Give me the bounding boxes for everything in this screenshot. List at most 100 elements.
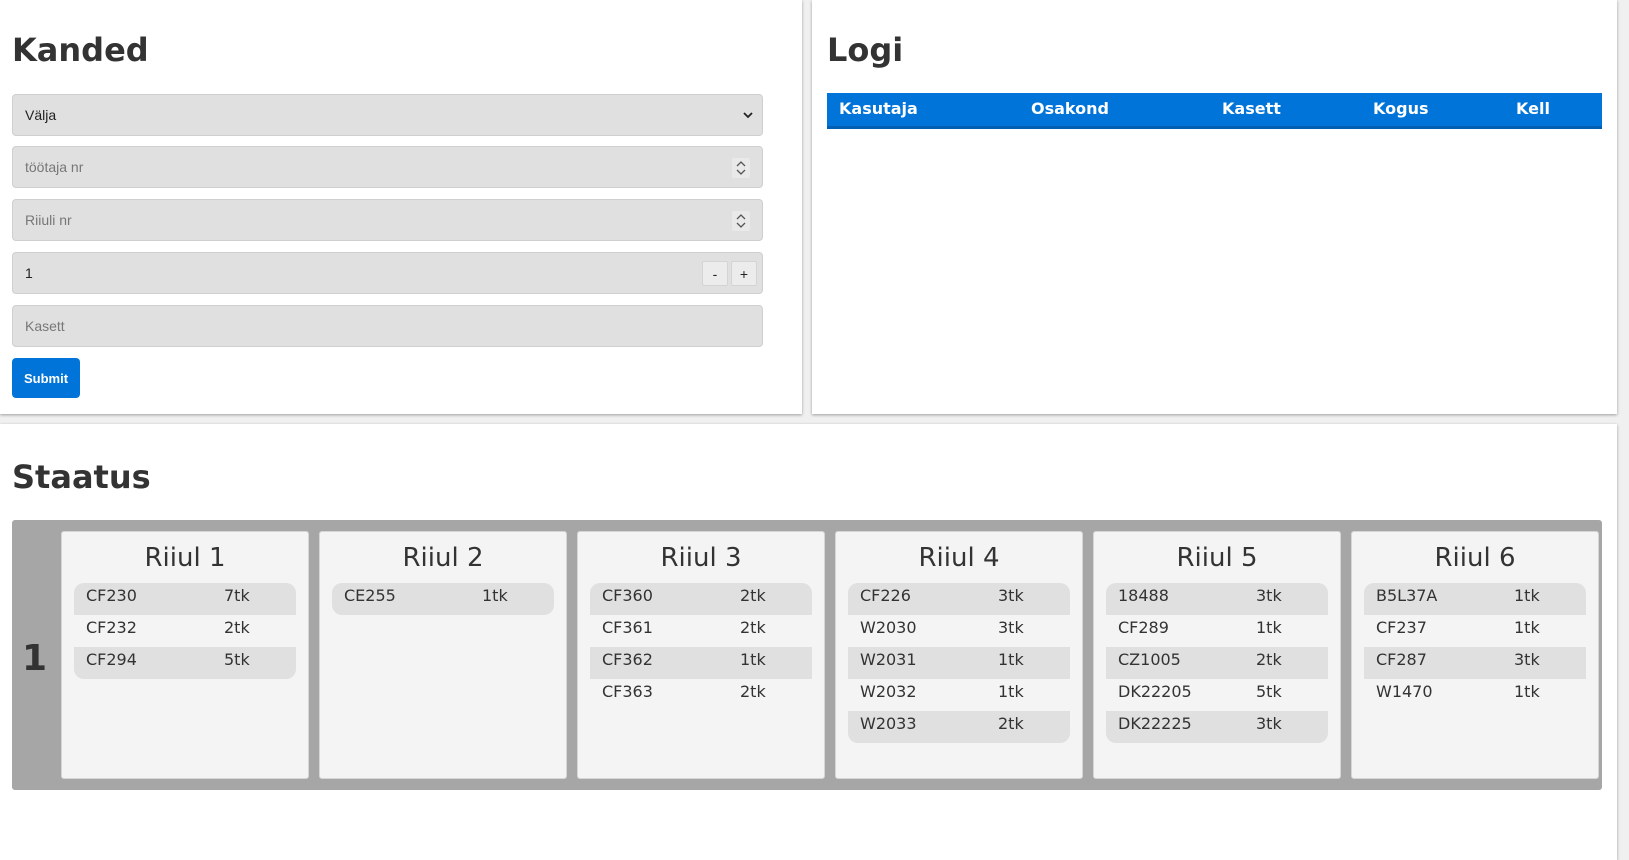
spinner-arrows-icon[interactable] — [732, 158, 750, 178]
item-code: B5L37A — [1376, 586, 1438, 605]
item-code: CF226 — [860, 586, 911, 605]
column-header[interactable]: Kell — [1516, 99, 1550, 118]
item-quantity: 1tk — [1514, 618, 1540, 637]
kasett-placeholder: Kasett — [25, 318, 65, 334]
item-code: DK22205 — [1118, 682, 1192, 701]
shelf-title: Riiul 5 — [1176, 543, 1258, 573]
shelf-item: W2031 1tk — [848, 647, 1070, 679]
item-code: CE255 — [344, 586, 396, 605]
shelf-item: CF237 1tk — [1364, 615, 1586, 647]
item-code: CF289 — [1118, 618, 1169, 637]
item-quantity: 1tk — [1514, 586, 1540, 605]
item-code: CF361 — [602, 618, 653, 637]
shelf-item: CF362 1tk — [590, 647, 812, 679]
submit-button[interactable]: Submit — [12, 358, 80, 398]
worker-number-placeholder: töötaja nr — [25, 159, 84, 175]
item-quantity: 5tk — [1256, 682, 1282, 701]
item-quantity: 2tk — [740, 586, 766, 605]
item-quantity: 3tk — [1256, 714, 1282, 733]
kanded-title: Kanded — [12, 31, 149, 69]
item-code: CZ1005 — [1118, 650, 1181, 669]
item-quantity: 3tk — [1256, 586, 1282, 605]
item-code: W2030 — [860, 618, 917, 637]
staatus-title: Staatus — [12, 458, 151, 496]
logi-title: Logi — [827, 31, 904, 69]
top-row: Kanded Välja töötaja nr Riiuli nr 1 - — [0, 0, 1629, 414]
worker-number-input[interactable]: töötaja nr — [12, 146, 763, 188]
shelf-item: CF363 2tk — [590, 679, 812, 711]
item-quantity: 1tk — [998, 650, 1024, 669]
quantity-value: 1 — [25, 265, 33, 281]
shelf-number-placeholder: Riiuli nr — [25, 212, 72, 228]
item-code: CF363 — [602, 682, 653, 701]
column-header[interactable]: Osakond — [1031, 99, 1109, 118]
column-header[interactable]: Kasutaja — [839, 99, 918, 118]
shelf-title: Riiul 6 — [1434, 543, 1516, 573]
kasett-input[interactable]: Kasett — [12, 305, 763, 347]
shelf-title: Riiul 4 — [918, 543, 1000, 573]
item-quantity: 2tk — [740, 682, 766, 701]
shelf-item: DK22205 5tk — [1106, 679, 1328, 711]
column-header[interactable]: Kasett — [1222, 99, 1281, 118]
shelf-item: CF226 3tk — [848, 583, 1070, 615]
decrement-button[interactable]: - — [702, 261, 728, 286]
shelf-item: W2032 1tk — [848, 679, 1070, 711]
item-code: 18488 — [1118, 586, 1169, 605]
item-quantity: 3tk — [998, 586, 1024, 605]
item-quantity: 1tk — [1514, 682, 1540, 701]
item-code: W2033 — [860, 714, 917, 733]
department-select[interactable]: Välja — [12, 94, 763, 136]
item-code: CF362 — [602, 650, 653, 669]
item-code: CF237 — [1376, 618, 1427, 637]
shelf-item: B5L37A 1tk — [1364, 583, 1586, 615]
row-number: 1 — [22, 638, 48, 679]
shelf-item: CF230 7tk — [74, 583, 296, 615]
item-code: W2032 — [860, 682, 917, 701]
shelf-item: CF360 2tk — [590, 583, 812, 615]
item-code: CF232 — [86, 618, 137, 637]
quantity-stepper[interactable]: 1 - + — [12, 252, 763, 294]
item-quantity: 7tk — [224, 586, 250, 605]
shelf-item: CF289 1tk — [1106, 615, 1328, 647]
item-quantity: 1tk — [482, 586, 508, 605]
spinner-arrows-icon[interactable] — [732, 211, 750, 231]
shelf-number-input[interactable]: Riiuli nr — [12, 199, 763, 241]
item-quantity: 2tk — [224, 618, 250, 637]
shelf-title: Riiul 2 — [402, 543, 484, 573]
shelf-item: CZ1005 2tk — [1106, 647, 1328, 679]
shelf-title: Riiul 1 — [144, 543, 226, 573]
item-quantity: 1tk — [998, 682, 1024, 701]
item-quantity: 2tk — [998, 714, 1024, 733]
shelf-item: CF232 2tk — [74, 615, 296, 647]
item-quantity: 1tk — [740, 650, 766, 669]
shelf-item: CF361 2tk — [590, 615, 812, 647]
department-select-value: Välja — [25, 107, 57, 123]
shelf-card: Riiul 2 CE255 1tk — [319, 531, 567, 779]
increment-button[interactable]: + — [731, 261, 757, 286]
item-quantity: 2tk — [740, 618, 766, 637]
item-code: W2031 — [860, 650, 917, 669]
item-code: DK22225 — [1118, 714, 1192, 733]
item-quantity: 1tk — [1256, 618, 1282, 637]
shelf-item: CE255 1tk — [332, 583, 554, 615]
item-code: CF294 — [86, 650, 137, 669]
chevron-down-icon — [743, 112, 753, 119]
shelf-item: W2033 2tk — [848, 711, 1070, 743]
item-quantity: 2tk — [1256, 650, 1282, 669]
shelf-item: 18488 3tk — [1106, 583, 1328, 615]
column-header[interactable]: Kogus — [1373, 99, 1429, 118]
item-code: CF360 — [602, 586, 653, 605]
log-table-header: Kasutaja Osakond Kasett Kogus Kell — [827, 93, 1602, 129]
item-code: CF287 — [1376, 650, 1427, 669]
item-code: CF230 — [86, 586, 137, 605]
